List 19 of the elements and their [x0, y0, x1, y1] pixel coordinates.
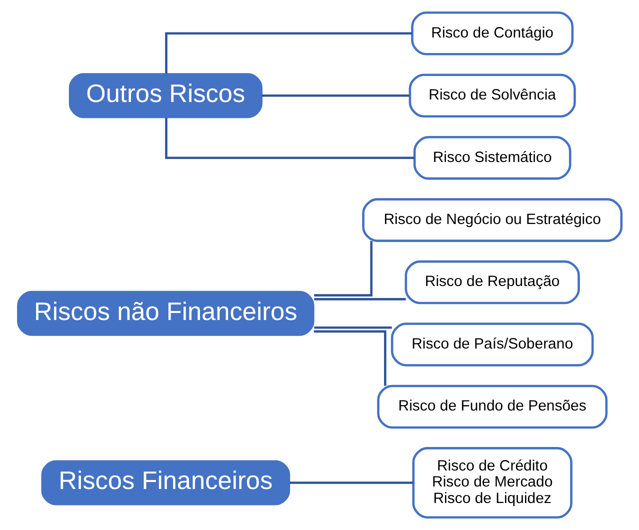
node-box: Risco de Solvência — [408, 74, 576, 118]
node-box: Risco de Negócio ou Estratégico — [362, 198, 623, 242]
node-box: Risco de País/Soberano — [390, 322, 594, 366]
node-box: Risco de Crédito Risco de Mercado Risco de Liquidez — [412, 447, 572, 518]
node-box: Risco de Fundo de Pensões — [377, 384, 608, 429]
node-box: Outros Riscos — [68, 73, 262, 118]
node-box: Risco de Contágio — [411, 12, 574, 56]
connector — [290, 482, 414, 484]
node-box: Riscos não Financeiros — [17, 290, 314, 336]
connector — [314, 330, 386, 386]
connector — [314, 298, 406, 300]
connector — [165, 118, 414, 159]
connector — [314, 326, 392, 329]
connector — [165, 32, 412, 74]
node-box: Risco Sistemático — [413, 136, 572, 180]
node-box: Risco de Reputação — [404, 260, 580, 304]
connector — [314, 241, 372, 296]
connector — [262, 94, 410, 97]
node-box: Riscos Financeiros — [41, 460, 290, 506]
